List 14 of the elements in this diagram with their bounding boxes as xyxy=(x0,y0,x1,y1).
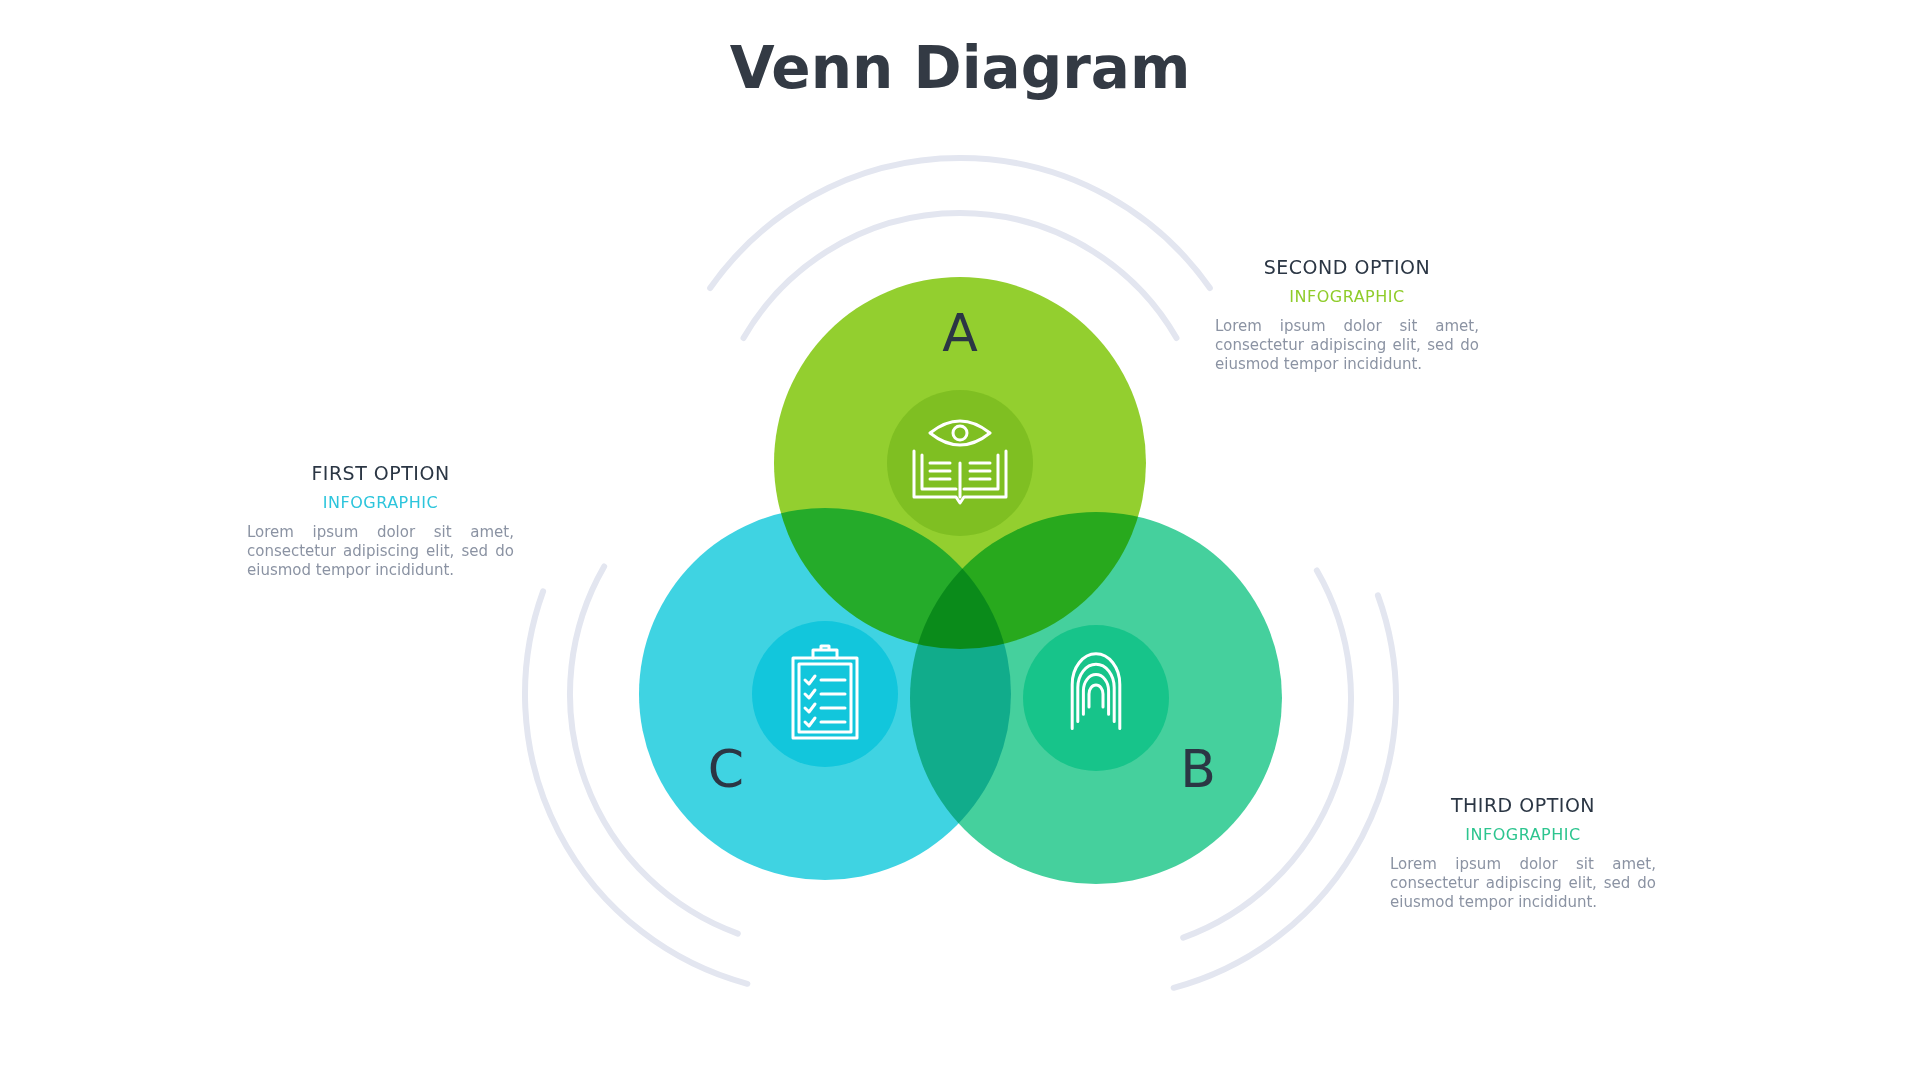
description-text: Lorem ipsum dolor sit amet, consectetur adipiscing elit, sed do eiusmod tempor incididunt. xyxy=(247,523,514,580)
circle-letter: C xyxy=(707,743,745,795)
option-subheading: INFOGRAPHIC xyxy=(1289,287,1405,306)
option-subheading: INFOGRAPHIC xyxy=(322,493,439,512)
option-heading: THIRD OPTION xyxy=(1450,794,1596,816)
circle-letter: B xyxy=(1180,743,1216,795)
description-text: Lorem ipsum dolor sit amet, consectetur adipiscing elit, sed do eiusmod tempor incididunt. xyxy=(1215,317,1479,374)
option-subheading: INFOGRAPHIC xyxy=(1465,825,1581,844)
description-text: Lorem ipsum dolor sit amet, consectetur adipiscing elit, sed do eiusmod tempor incididunt. xyxy=(1390,855,1656,912)
diagram-title: Venn Diagram xyxy=(729,34,1191,102)
circle-letter: A xyxy=(942,307,978,359)
venn-circle xyxy=(910,512,1282,884)
option-heading: SECOND OPTION xyxy=(1263,256,1431,278)
option-heading: FIRST OPTION xyxy=(311,462,450,484)
